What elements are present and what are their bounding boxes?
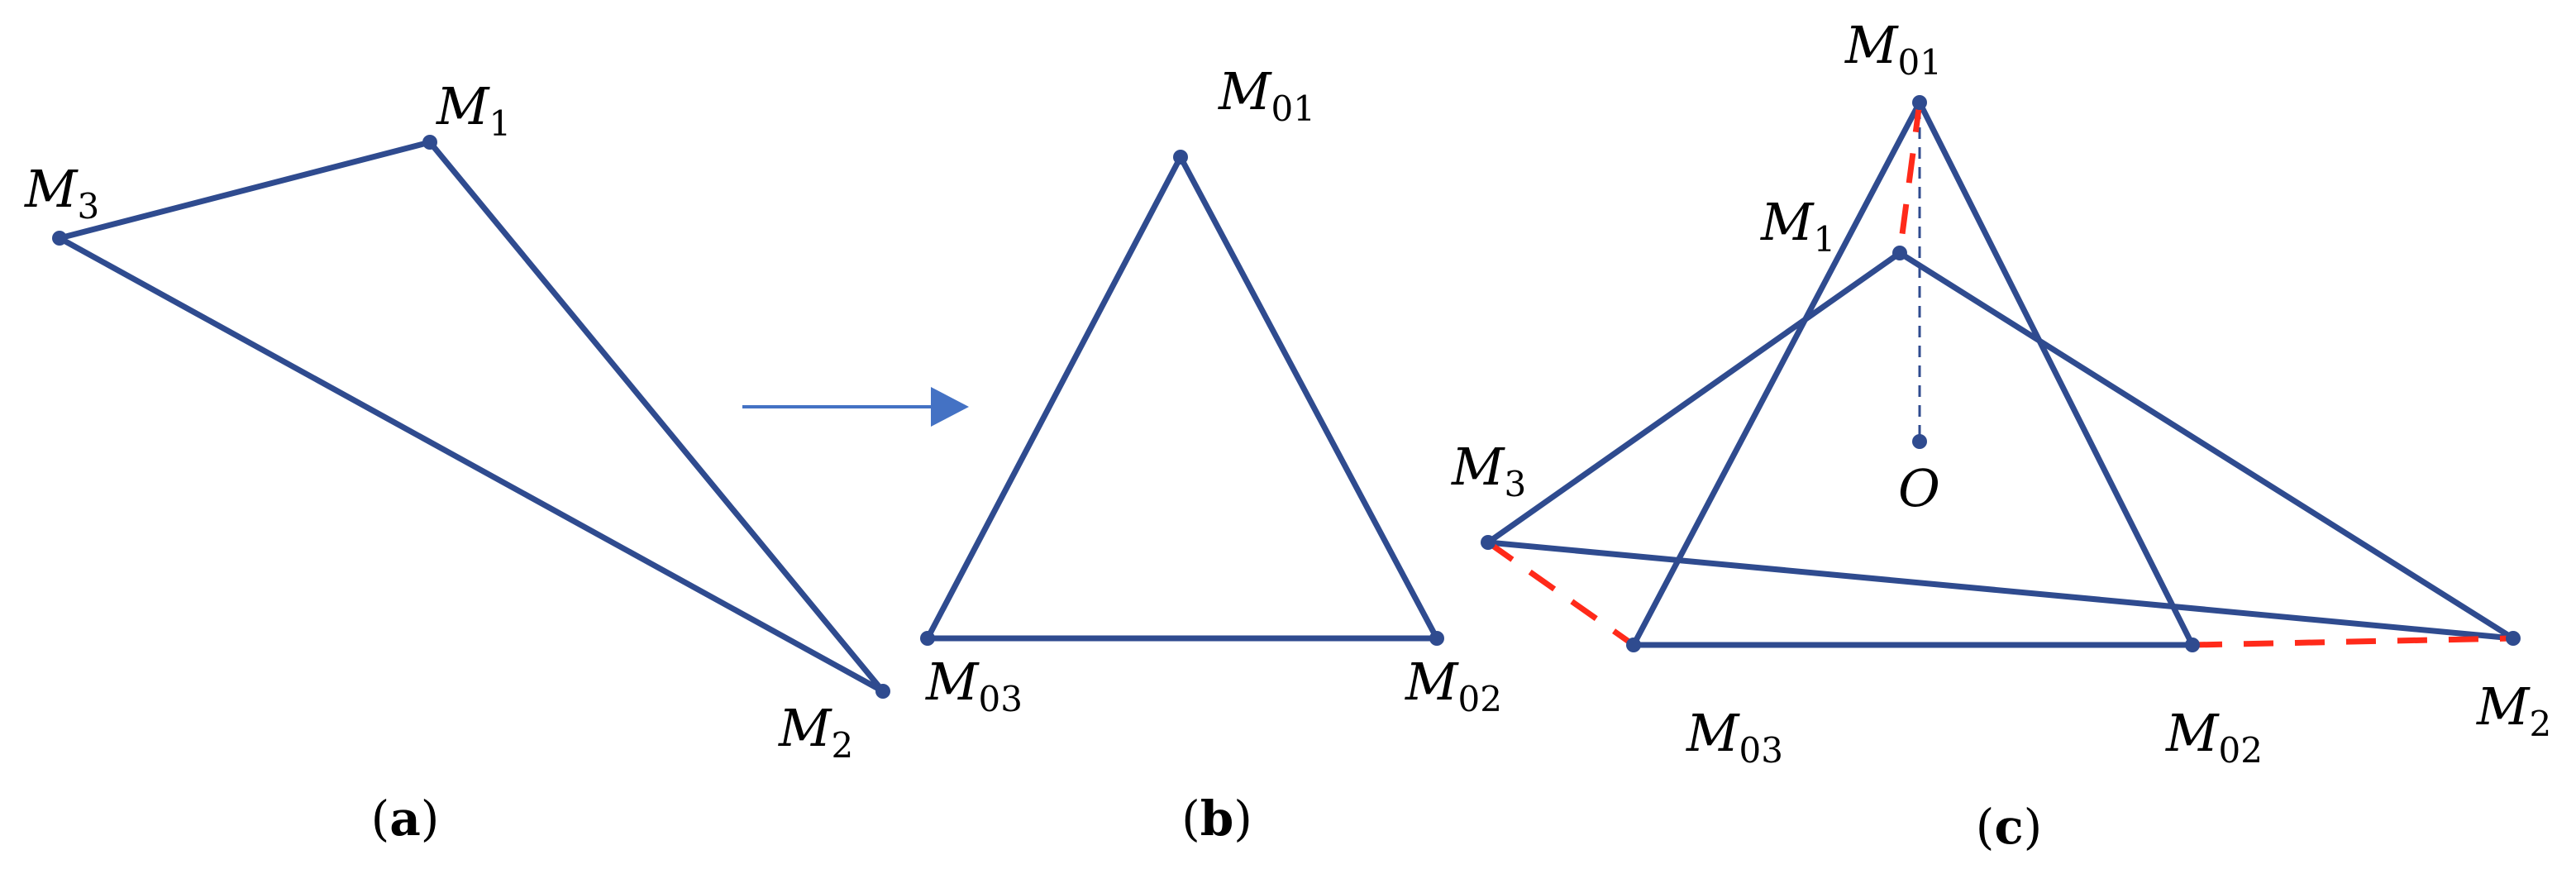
- label-b-m02: M02: [1405, 652, 1502, 719]
- vertex-m2-c: [2506, 631, 2521, 646]
- label-c-m1: M1: [1760, 192, 1835, 260]
- panel-c: M01 M1 O M3 M03 M02 M2 (c): [1451, 15, 2551, 855]
- deviation-m02-m2: [2192, 635, 2514, 648]
- label-b-m03: M03: [925, 652, 1023, 719]
- label-c-m01: M01: [1844, 15, 1942, 83]
- vertex-m03-c: [1626, 638, 1641, 652]
- label-c-o: O: [1898, 458, 1940, 518]
- caption-c: (c): [1976, 799, 2043, 855]
- vertex-m01: [1173, 150, 1188, 165]
- label-b-m01: M01: [1218, 61, 1315, 129]
- panel-a: M1 M3 M2 (a): [24, 76, 890, 847]
- edge-m01-m02: [1177, 154, 1440, 642]
- vertex-m1: [422, 135, 437, 150]
- label-c-m3: M3: [1451, 437, 1526, 504]
- edge-m1-m2-c: [1896, 250, 2516, 642]
- caption-a: (a): [371, 790, 440, 847]
- deviation-m01-m1: [1896, 102, 1923, 254]
- vertex-m02: [1429, 631, 1444, 646]
- vertex-m3-c: [1481, 535, 1496, 550]
- vertex-m03: [920, 631, 935, 646]
- label-a-m1: M1: [436, 76, 511, 144]
- edge-m1-m2: [427, 139, 886, 695]
- label-c-m2: M2: [2476, 676, 2551, 744]
- label-a-m3: M3: [24, 159, 99, 227]
- edge-m01-m02-c: [1916, 99, 2196, 648]
- vertex-m3: [52, 231, 67, 246]
- edge-m3-m2: [56, 235, 886, 695]
- edge-m01-m03: [924, 154, 1184, 642]
- vertex-o: [1912, 434, 1927, 449]
- deviation-m3-m03: [1486, 540, 1636, 647]
- transform-arrow: [742, 387, 969, 427]
- vertex-m02-c: [2185, 638, 2200, 652]
- caption-b: (b): [1181, 790, 1252, 847]
- arrow-head-icon: [931, 387, 969, 427]
- vertex-m1-c: [1892, 246, 1907, 260]
- edge-m01-m03-c: [1630, 99, 1923, 648]
- vertex-m01-c: [1912, 95, 1927, 110]
- panel-b: M01 M03 M02 (b): [920, 61, 1502, 847]
- edge-m3-m2-c: [1485, 539, 2516, 642]
- label-c-m03: M03: [1686, 703, 1783, 771]
- vertex-m2: [875, 684, 890, 699]
- label-a-m2: M2: [778, 698, 853, 766]
- edge-m3-m1: [56, 139, 433, 241]
- label-c-m02: M02: [2165, 703, 2263, 771]
- edge-m3-m1-c: [1485, 250, 1903, 546]
